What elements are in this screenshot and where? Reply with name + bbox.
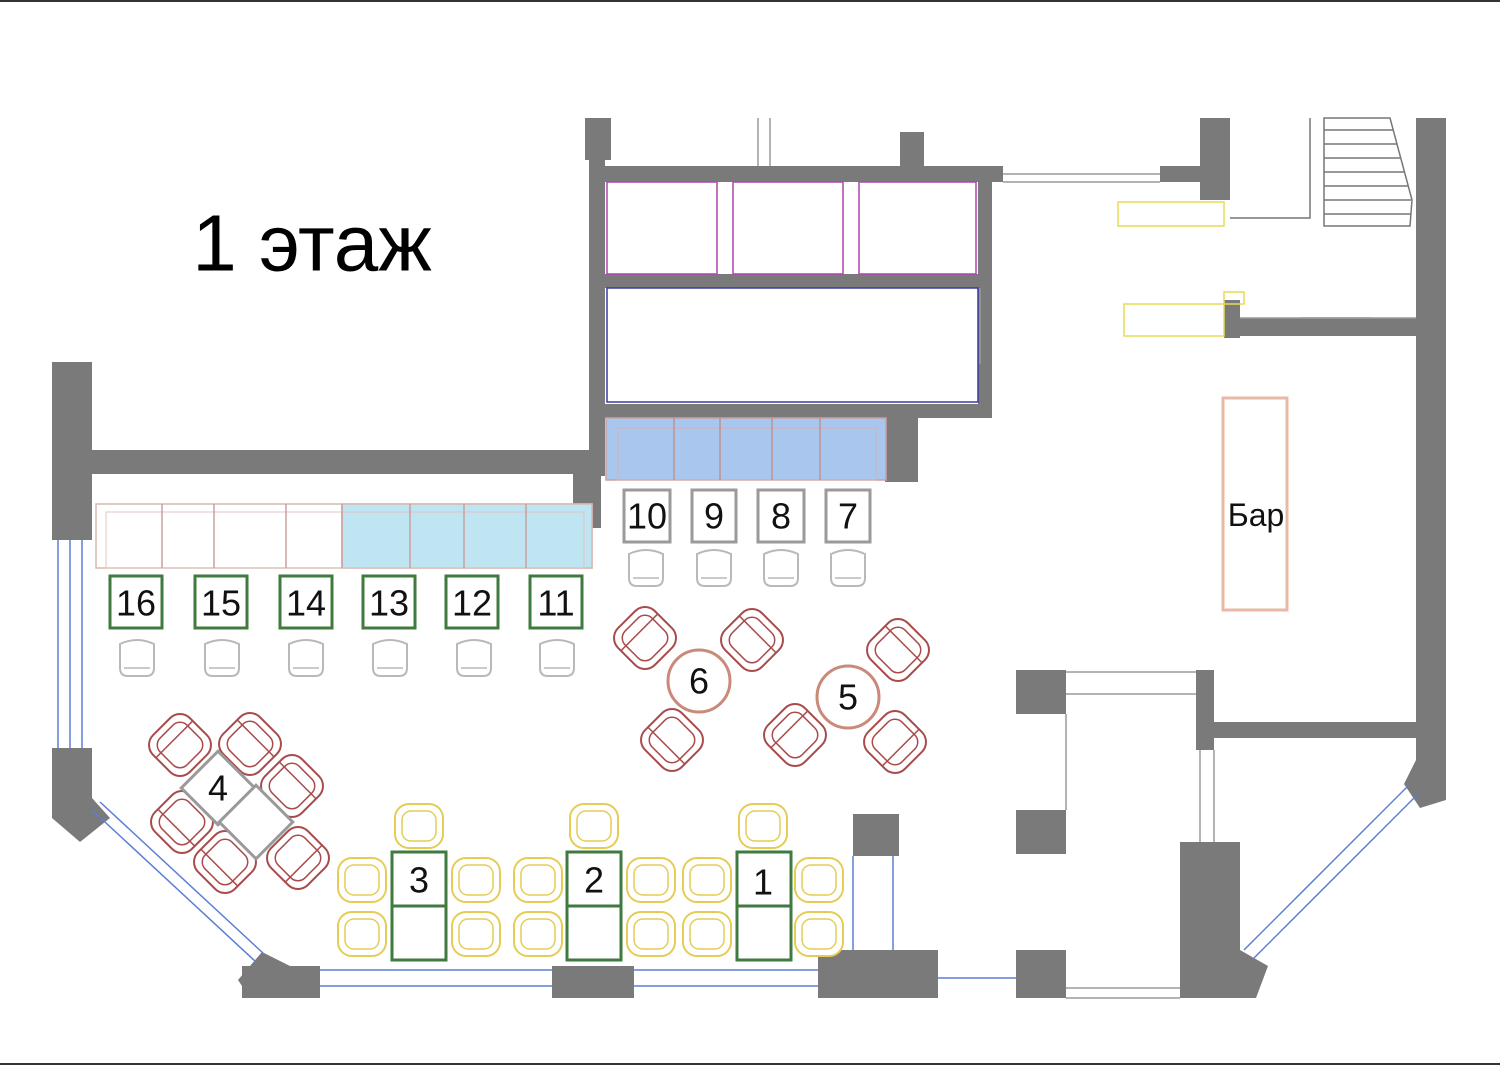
- wall-right-outer: [1416, 118, 1446, 798]
- wall-corner-right: [1404, 760, 1446, 808]
- wall-kitchen-left: [1016, 810, 1066, 854]
- wall-corner-bottom-left: [238, 952, 290, 998]
- wall-kitchen-pillar: [1180, 842, 1240, 998]
- table-14-label: 14: [286, 583, 326, 624]
- wall-bottom-2: [552, 966, 634, 998]
- table-5[interactable]: 5: [815, 664, 881, 730]
- table-10[interactable]: 10: [622, 488, 672, 544]
- table-15-label: 15: [201, 583, 241, 624]
- wall-upper-top: [605, 166, 1003, 182]
- barstools-upper: [628, 549, 866, 587]
- table-16[interactable]: 16: [108, 574, 164, 630]
- table-13[interactable]: 13: [361, 574, 417, 630]
- table-6-label: 6: [689, 661, 709, 702]
- wall-kitchen-bottom: [1016, 950, 1066, 998]
- partition-rooms: [606, 181, 979, 403]
- wall-corner-left: [52, 798, 110, 842]
- wall-right-mid: [1224, 318, 1416, 336]
- table-7-label: 7: [838, 496, 858, 537]
- service-counters: [1117, 201, 1245, 337]
- table-1[interactable]: 1: [735, 850, 793, 962]
- barstools-lower: [119, 639, 575, 677]
- wall-right-pillar: [1200, 118, 1230, 200]
- wall-left-bottom: [52, 748, 92, 798]
- wall-kitchen-topright: [1196, 670, 1214, 750]
- wall-pillar-b: [900, 132, 924, 166]
- wall-sofa-right: [885, 414, 918, 482]
- table-15[interactable]: 15: [193, 574, 249, 630]
- table-11[interactable]: 11: [528, 574, 584, 630]
- table-3-label: 3: [409, 860, 429, 901]
- table-13-label: 13: [369, 583, 409, 624]
- table-5-label: 5: [838, 677, 858, 718]
- window-lines-grey: [757, 118, 1416, 999]
- staircase: [1230, 117, 1413, 227]
- table-6[interactable]: 6: [666, 648, 732, 714]
- table-4-label: 4: [208, 768, 228, 809]
- table-4[interactable]: 4: [179, 749, 295, 861]
- wall-upper-right: [978, 182, 992, 418]
- bar-label: Бар: [1228, 497, 1285, 533]
- wall-upper-bottom: [605, 404, 992, 418]
- table-3[interactable]: 3: [390, 850, 448, 962]
- table-9-label: 9: [704, 496, 724, 537]
- table-2[interactable]: 2: [565, 850, 623, 962]
- wall-pillar-a: [585, 118, 611, 160]
- table-7[interactable]: 7: [824, 488, 872, 544]
- table-16-label: 16: [116, 583, 156, 624]
- table-12[interactable]: 12: [444, 574, 500, 630]
- table-2-label: 2: [584, 860, 604, 901]
- walls: [52, 118, 1446, 998]
- wall-divider-1: [605, 274, 980, 288]
- wall-corner-bottom-right: [1240, 950, 1268, 998]
- wall-seating-top: [92, 450, 590, 474]
- wall-bottom-pillar: [853, 814, 899, 856]
- wall-kitchen-mid: [1214, 722, 1416, 738]
- table-1-label: 1: [753, 862, 773, 903]
- wall-left-top: [52, 362, 92, 540]
- wall-upper-left: [589, 160, 605, 476]
- table-11-label: 11: [537, 583, 574, 624]
- floor-title: 1 этаж: [192, 199, 432, 288]
- table-12-label: 12: [452, 583, 492, 624]
- table-8[interactable]: 8: [756, 488, 806, 544]
- table-8-label: 8: [771, 496, 791, 537]
- bar-counter: [1221, 396, 1289, 612]
- wall-kitchen-top: [1016, 670, 1066, 714]
- sofa-upper: [605, 417, 887, 481]
- sofa-lower: [95, 503, 593, 569]
- table-10-label: 10: [627, 496, 667, 537]
- wall-bottom-3: [818, 950, 938, 998]
- table-14[interactable]: 14: [278, 574, 334, 630]
- table-9[interactable]: 9: [690, 488, 738, 544]
- windows: [57, 540, 1419, 987]
